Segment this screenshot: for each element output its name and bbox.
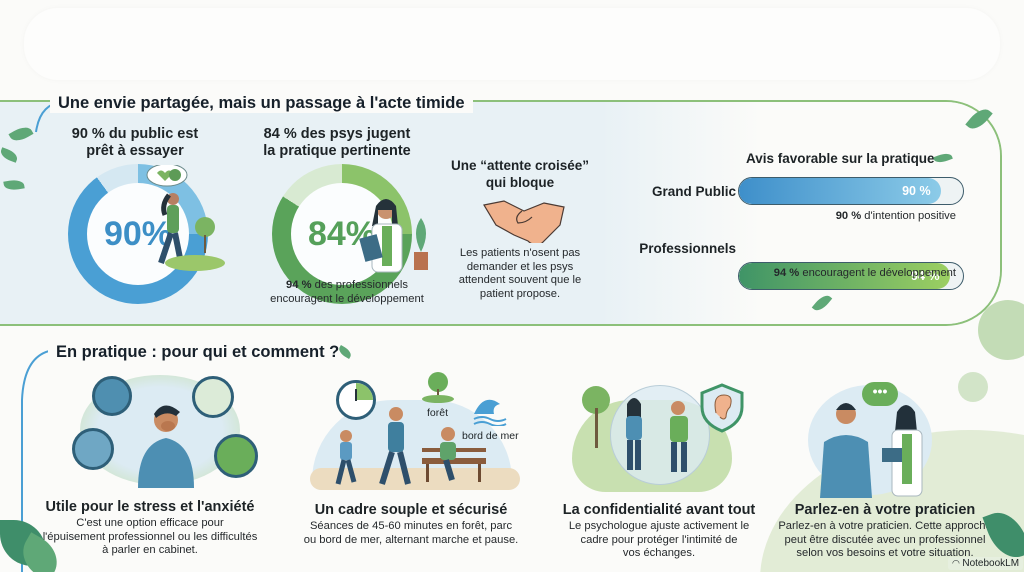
label-forest: forêt xyxy=(427,407,449,419)
connector-curve-2 xyxy=(21,349,55,572)
patient-and-doctor xyxy=(820,403,923,498)
bar-note-public: 90 % d'intention positive xyxy=(835,210,956,222)
psys-footnote: 94 % des professionnels encouragent le d… xyxy=(270,279,424,305)
label-sea: bord de mer xyxy=(462,430,519,442)
bar-note-professionnels: 94 % encouragent le développement xyxy=(773,267,956,279)
head-icon xyxy=(72,428,114,470)
card-desc-confidentialite: Le psychologue ajuste activement le cadr… xyxy=(568,520,750,559)
stat-public-heading: 90 % du public est prêt à essayer xyxy=(71,126,199,159)
card-desc-stress: C'est une option efficace pour l'épuisem… xyxy=(42,517,258,556)
bar-fill-public: 90 % xyxy=(739,178,941,204)
attente-description: Les patients n'osent pas demander et les… xyxy=(458,247,582,300)
path-icon xyxy=(214,434,258,478)
card-title-stress: Utile pour le stress et l'anxiété xyxy=(45,499,255,515)
brand-watermark: ◠ NotebookLM xyxy=(948,557,1024,570)
card-title-praticien: Parlez-en à votre praticien xyxy=(794,502,976,518)
wave-icon xyxy=(473,399,507,426)
card-title-cadre: Un cadre souple et sécurisé xyxy=(314,502,508,518)
card-desc-cadre: Séances de 45-60 minutes en forêt, parc … xyxy=(303,520,519,546)
bar-public: 90 % xyxy=(738,177,964,205)
header-blank-area xyxy=(24,8,1000,80)
stat-psys-heading: 84 % des psys jugent la pratique pertine… xyxy=(263,126,411,159)
walkers-illustration xyxy=(335,407,486,485)
handshake-icon xyxy=(483,200,565,243)
card-desc-praticien: Parlez-en à votre praticien. Cette appro… xyxy=(778,520,992,559)
speech-bubble-icon: ••• xyxy=(862,382,898,406)
bar-chart-title: Avis favorable sur la pratique xyxy=(746,151,935,166)
background-tree xyxy=(978,300,1024,360)
card-title-confidentialite: La confidentialité avant tout xyxy=(562,502,756,518)
brain-icon xyxy=(92,376,132,416)
stressed-man-illustration xyxy=(138,405,194,488)
two-people-talking xyxy=(582,386,688,472)
bar-label-public: Grand Public xyxy=(651,184,736,199)
person-icon xyxy=(192,376,234,418)
section-title-practice: En pratique : pour qui et comment ? xyxy=(48,343,348,362)
tree-icon xyxy=(422,372,454,403)
bar-fill-professionnels: 94 % xyxy=(739,263,950,289)
attente-heading: Une “attente croisée” qui bloque xyxy=(450,158,590,190)
bar-professionnels: 94 % xyxy=(738,262,964,290)
section-title-survey: Une envie partagée, mais un passage à l'… xyxy=(50,94,473,113)
psychologist-illustration xyxy=(359,199,428,273)
walking-woman-illustration xyxy=(146,165,225,271)
notebooklm-logo-icon: ◠ xyxy=(952,558,963,568)
ground-path xyxy=(310,468,520,490)
donut-chart-psys: 84% xyxy=(272,164,412,304)
clock-icon xyxy=(336,380,376,420)
bar-label-professionnels: Professionnels xyxy=(639,241,736,256)
shield-ear-icon xyxy=(700,383,744,433)
background-tree xyxy=(958,372,988,402)
